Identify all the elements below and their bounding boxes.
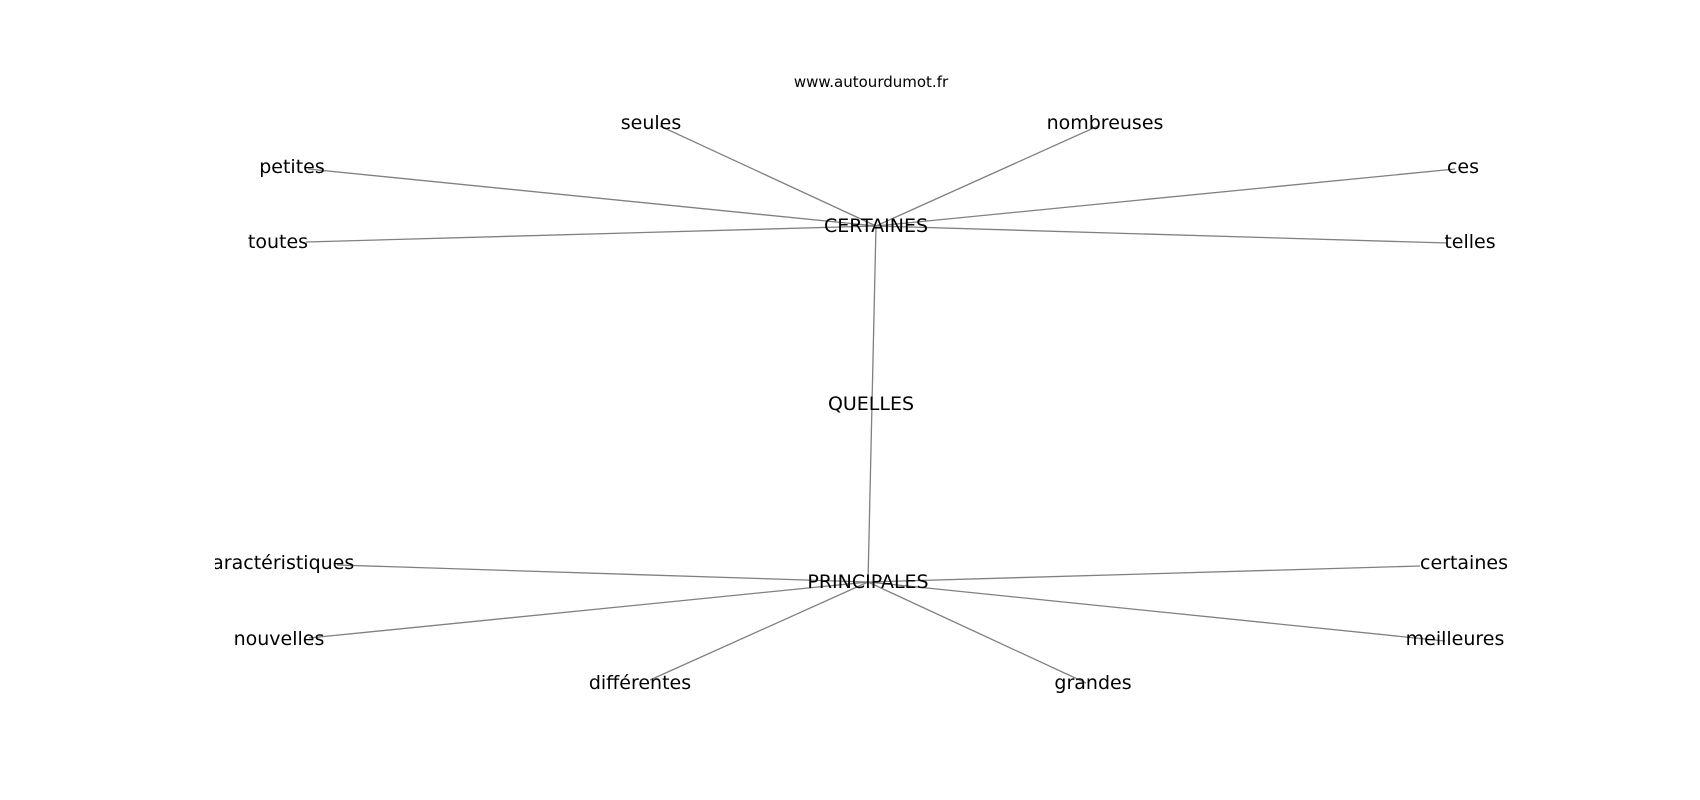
node-label-seules: seules (621, 112, 682, 134)
node-label-meilleures: meilleures (1406, 628, 1505, 650)
site-url: www.autourdumot.fr (794, 73, 949, 91)
edge-certaines_hub-seules (659, 125, 877, 227)
edge-certaines_hub-ces (875, 168, 1456, 227)
node-label-petites: petites (259, 156, 325, 178)
edge-principales-grandes (867, 581, 1087, 684)
edge-certaines_hub-petites (307, 168, 877, 227)
node-label-ces: ces (1447, 156, 1479, 178)
node-label-quelles: QUELLES (828, 393, 914, 415)
node-label-grandes: grandes (1054, 672, 1131, 694)
edge-principales-nouvelles (308, 581, 869, 639)
node-label-nouvelles: nouvelles (234, 628, 325, 650)
edge-certaines_hub-telles (875, 225, 1448, 244)
graph-edges (305, 125, 1456, 684)
node-label-differentes: différentes (589, 672, 691, 694)
node-label-nombreuses: nombreuses (1047, 112, 1164, 134)
edge-certaines_hub-principales (867, 225, 877, 583)
node-label-toutes: toutes (248, 231, 308, 253)
node-label-certaines_hub: CERTAINES (824, 215, 928, 237)
node-label-telles: telles (1444, 231, 1495, 253)
graph-node-labels: QUELLES CERTAINES PRINCIPALES seules nombreu… (202, 112, 1508, 694)
edge-certaines_hub-nombreuses (875, 125, 1099, 227)
edge-principales-differentes (649, 581, 869, 681)
edge-principales-certaines_leaf (867, 565, 1421, 583)
edge-principales-caracteristiques (336, 564, 869, 583)
node-label-caracteristiques: caractéristiques (202, 552, 355, 574)
node-label-principales: PRINCIPALES (807, 571, 928, 593)
node-label-certaines_leaf: certaines (1420, 552, 1508, 574)
edge-certaines_hub-toutes (305, 225, 877, 243)
edge-principales-meilleures (867, 581, 1446, 642)
